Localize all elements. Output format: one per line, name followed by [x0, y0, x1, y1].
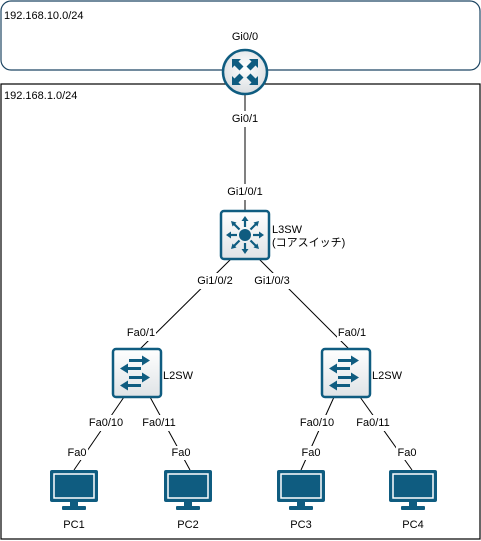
l2sw-right-name: L2SW	[372, 370, 402, 382]
l3sw-port-right: Gi1/0/3	[254, 275, 290, 287]
l2sw-right-port-right: Fa0/11	[356, 417, 390, 429]
l2sw-left-port-left: Fa0/10	[88, 417, 124, 429]
switch-icon[interactable]	[320, 347, 372, 399]
l3sw-name: L3SW	[272, 224, 302, 236]
l2sw-left-port-right: Fa0/11	[142, 417, 176, 429]
router-port-bottom: Gi0/1	[231, 113, 259, 125]
l2sw-right-port-left: Fa0/10	[299, 417, 335, 429]
l2sw-left-name: L2SW	[163, 370, 193, 382]
pc2-name: PC2	[177, 519, 199, 531]
l2sw-right-port-up: Fa0/1	[337, 327, 367, 339]
pc-monitor-icon[interactable]	[50, 470, 98, 510]
pc-monitor-icon[interactable]	[389, 470, 437, 510]
pc1-name: PC1	[63, 519, 85, 531]
pc3-port: Fa0	[301, 447, 321, 459]
pc-monitor-icon[interactable]	[277, 470, 325, 510]
links	[73, 94, 413, 471]
router-port-top: Gi0/0	[231, 31, 259, 43]
pc3-name: PC3	[290, 519, 312, 531]
multilayer-switch-icon[interactable]	[219, 209, 271, 261]
l3sw-subtitle: (コアスイッチ)	[272, 237, 346, 249]
l3sw-port-left: Gi1/0/2	[197, 275, 233, 287]
wan-network-label: 192.168.10.0/24	[4, 10, 84, 22]
lan-network-label: 192.168.1.0/24	[4, 90, 78, 102]
pc1-port: Fa0	[67, 447, 87, 459]
switch-icon[interactable]	[111, 347, 163, 399]
l2sw-left-port-up: Fa0/1	[126, 327, 156, 339]
pc-monitor-icon[interactable]	[164, 470, 212, 510]
pc2-port: Fa0	[171, 447, 191, 459]
pc4-name: PC4	[402, 519, 424, 531]
l3sw-port-up: Gi1/0/1	[227, 186, 263, 198]
pc4-port: Fa0	[397, 447, 417, 459]
link-l3sw-l2sw-right	[258, 258, 350, 350]
router-icon[interactable]	[221, 48, 269, 96]
